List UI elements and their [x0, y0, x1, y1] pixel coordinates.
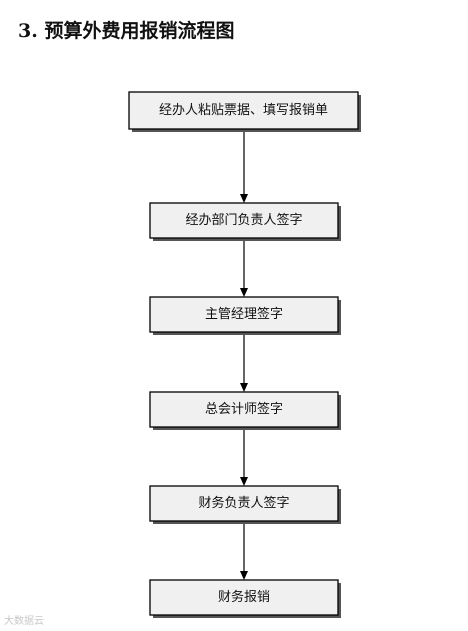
- flow-node: 经办人粘贴票据、填写报销单: [128, 91, 361, 132]
- node-box: [149, 579, 339, 616]
- flow-node: 主管经理签字: [149, 296, 341, 335]
- flow-arrow: [240, 427, 248, 486]
- arrow-head: [240, 288, 248, 297]
- node-box: [128, 91, 359, 130]
- node-box: [149, 202, 339, 239]
- flow-node: 财务负责人签字: [149, 485, 341, 524]
- flow-arrow: [240, 521, 248, 580]
- node-label: 经办部门负责人签字: [185, 212, 302, 228]
- node-label: 主管经理签字: [205, 306, 283, 322]
- node-label: 总会计师签字: [205, 401, 283, 417]
- node-box: [149, 391, 339, 428]
- node-label: 财务负责人签字: [198, 495, 289, 511]
- flow-node: 经办部门负责人签字: [149, 202, 341, 241]
- arrow-head: [240, 477, 248, 486]
- node-label: 财务报销: [218, 589, 270, 605]
- flow-arrow: [240, 332, 248, 392]
- node-box: [149, 485, 339, 522]
- flow-arrow: [240, 129, 248, 203]
- flow-arrow: [240, 238, 248, 297]
- watermark-logo: 大数据云: [4, 616, 44, 627]
- arrow-head: [240, 383, 248, 392]
- page-title: 3. 预算外费用报销流程图: [18, 20, 235, 42]
- arrow-head: [240, 571, 248, 580]
- node-box: [149, 296, 339, 333]
- flow-node: 财务报销: [149, 579, 341, 618]
- arrow-head: [240, 194, 248, 203]
- node-label: 经办人粘贴票据、填写报销单: [159, 103, 328, 118]
- flow-node: 总会计师签字: [149, 391, 341, 430]
